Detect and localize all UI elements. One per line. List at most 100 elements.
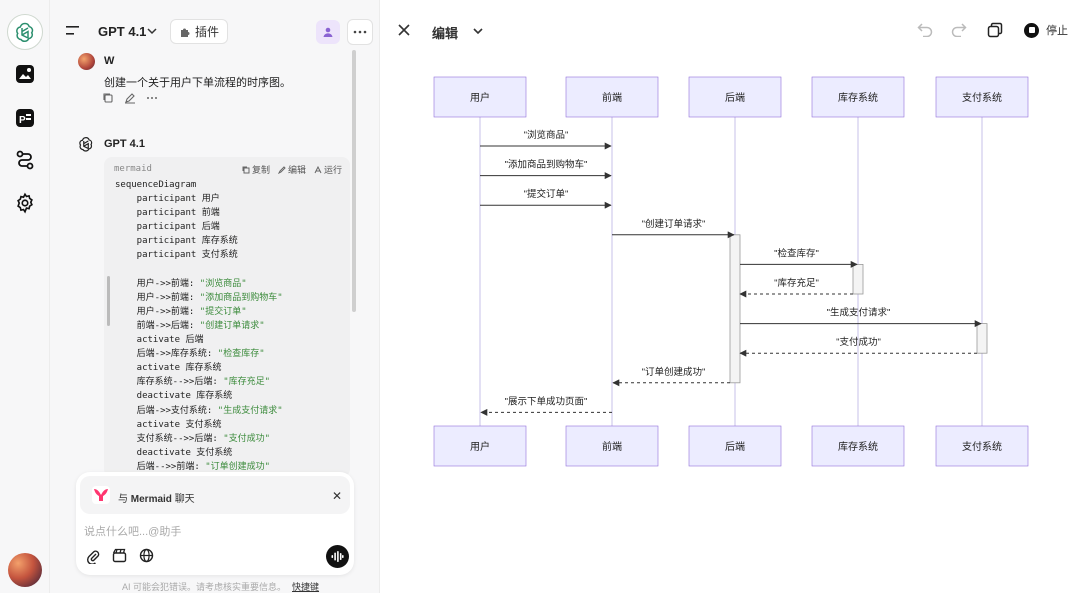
- code-run-button[interactable]: 运行: [314, 163, 342, 176]
- participant-box-bottom[interactable]: 支付系统: [935, 425, 1029, 467]
- code-line: [115, 263, 283, 277]
- globe-icon[interactable]: [139, 548, 154, 563]
- participant-label: 后端: [725, 440, 745, 453]
- participant-box-bottom[interactable]: 前端: [565, 425, 659, 467]
- mermaid-logo-icon: [92, 486, 110, 504]
- audio-wave-icon: [331, 551, 344, 562]
- image-gen-icon[interactable]: [7, 56, 43, 92]
- edit-icon: [277, 165, 286, 174]
- participant-box-top[interactable]: 前端: [565, 76, 659, 118]
- message-arrow: "提交订单": [480, 188, 612, 209]
- ppt-icon[interactable]: P: [7, 100, 43, 136]
- code-edit-button[interactable]: 编辑: [277, 163, 306, 176]
- participant-label: 用户: [470, 91, 490, 104]
- message-arrow: "添加商品到购物车": [480, 159, 612, 180]
- participant-rect: [935, 76, 1029, 118]
- participant-box-bottom[interactable]: 后端: [688, 425, 782, 467]
- code-toolbar: 复制 编辑 运行: [242, 163, 342, 176]
- copy-icon[interactable]: [102, 92, 114, 104]
- participant-rect: [688, 425, 782, 467]
- workflow-icon[interactable]: [7, 142, 43, 178]
- participant-box-top[interactable]: 用户: [433, 76, 527, 118]
- user-message-name: W: [104, 55, 115, 67]
- code-line: activate 支付系统: [115, 419, 222, 430]
- participant-label: 库存系统: [838, 91, 878, 104]
- attachment-icon[interactable]: [86, 548, 100, 564]
- user-message-actions: [102, 92, 158, 104]
- assistant-name: GPT 4.1: [104, 138, 145, 150]
- mention-suffix: 聊天: [174, 494, 195, 505]
- settings-gear-icon[interactable]: [7, 185, 43, 221]
- code-line: participant 用户: [115, 194, 220, 205]
- input-tools: [86, 548, 154, 564]
- participant-box-bottom[interactable]: 用户: [433, 425, 527, 467]
- copy-icon: [242, 166, 250, 173]
- code-line: 用户->>前端: "提交订单": [115, 306, 247, 317]
- user-avatar[interactable]: [8, 553, 42, 587]
- shortcut-link[interactable]: 快捷键: [292, 582, 320, 592]
- message-arrow: "检查库存": [740, 247, 858, 268]
- participant-label: 后端: [725, 91, 745, 104]
- sidebar-toggle-icon[interactable]: [66, 24, 82, 38]
- participant-box-bottom[interactable]: 库存系统: [811, 425, 905, 467]
- message-label: "创建订单请求": [642, 218, 706, 230]
- code-line: 用户->>前端: "浏览商品": [115, 278, 247, 289]
- copy-icon[interactable]: [987, 22, 1003, 38]
- gpt-assistant-icon: [79, 137, 93, 152]
- code-line: activate 后端: [115, 335, 204, 346]
- icon-rail: P: [0, 0, 50, 593]
- participant-box-top[interactable]: 库存系统: [811, 76, 905, 118]
- code-copy-button[interactable]: 复制: [242, 163, 270, 176]
- participant-rect: [565, 76, 659, 118]
- stop-icon: [1024, 22, 1039, 38]
- edit-icon[interactable]: [124, 92, 136, 104]
- redo-icon[interactable]: [951, 23, 967, 37]
- plugin-button[interactable]: 插件: [170, 19, 228, 44]
- clapperboard-icon[interactable]: [112, 548, 127, 563]
- chatgpt-logo-icon[interactable]: [7, 14, 43, 50]
- code-line: 后端->>支付系统: "生成支付请求": [115, 405, 283, 416]
- participant-box-top[interactable]: 支付系统: [935, 76, 1029, 118]
- run-icon: [314, 165, 322, 173]
- participant-rect: [688, 76, 782, 118]
- activation-bar: [729, 234, 741, 384]
- more-options-button[interactable]: [347, 19, 373, 45]
- message-label: "库存充足": [774, 277, 819, 289]
- participant-rect: [935, 425, 1029, 467]
- editor-title[interactable]: 编辑: [432, 26, 459, 41]
- participant-box-top[interactable]: 后端: [688, 76, 782, 118]
- participant-rect: [811, 76, 905, 118]
- chevron-down-icon[interactable]: [472, 25, 484, 37]
- user-message-text: 创建一个关于用户下单流程的时序图。: [104, 77, 291, 89]
- code-line: 库存系统-->>后端: "库存充足": [115, 377, 271, 388]
- participant-rect: [565, 425, 659, 467]
- user-message-avatar: [78, 53, 95, 70]
- model-name[interactable]: GPT 4.1: [98, 24, 147, 39]
- undo-icon[interactable]: [917, 23, 933, 37]
- code-line: participant 支付系统: [115, 250, 238, 261]
- chat-scrollbar[interactable]: [352, 50, 356, 312]
- ellipsis-icon[interactable]: [146, 96, 158, 100]
- code-edit-label: 编辑: [287, 165, 306, 175]
- message-label: "检查库存": [774, 247, 819, 259]
- code-line: 支付系统-->>后端: "支付成功": [115, 433, 271, 444]
- message-label: "展示下单成功页面": [505, 395, 588, 407]
- panel-resize-handle[interactable]: [107, 276, 110, 326]
- voice-input-button[interactable]: [326, 545, 349, 568]
- message-arrow: "库存充足": [739, 277, 853, 298]
- code-line: 用户->>前端: "添加商品到购物车": [115, 292, 283, 303]
- mention-prefix: 与: [118, 494, 128, 505]
- close-icon[interactable]: [398, 24, 410, 36]
- mention-name: Mermaid: [130, 494, 172, 505]
- chat-input[interactable]: [84, 522, 344, 542]
- message-arrow: "订单创建成功": [612, 366, 730, 387]
- code-copy-label: 复制: [251, 165, 270, 175]
- message-arrow: "支付成功": [739, 336, 977, 357]
- stop-button[interactable]: 停止: [1024, 22, 1068, 38]
- chevron-down-icon[interactable]: [146, 25, 158, 37]
- code-block: mermaid 复制 编辑 运行 sequenceDiagram partici…: [104, 157, 350, 477]
- svg-text:P: P: [19, 115, 26, 126]
- assistant-user-button[interactable]: [316, 20, 340, 44]
- close-mention-icon[interactable]: ✕: [332, 489, 343, 503]
